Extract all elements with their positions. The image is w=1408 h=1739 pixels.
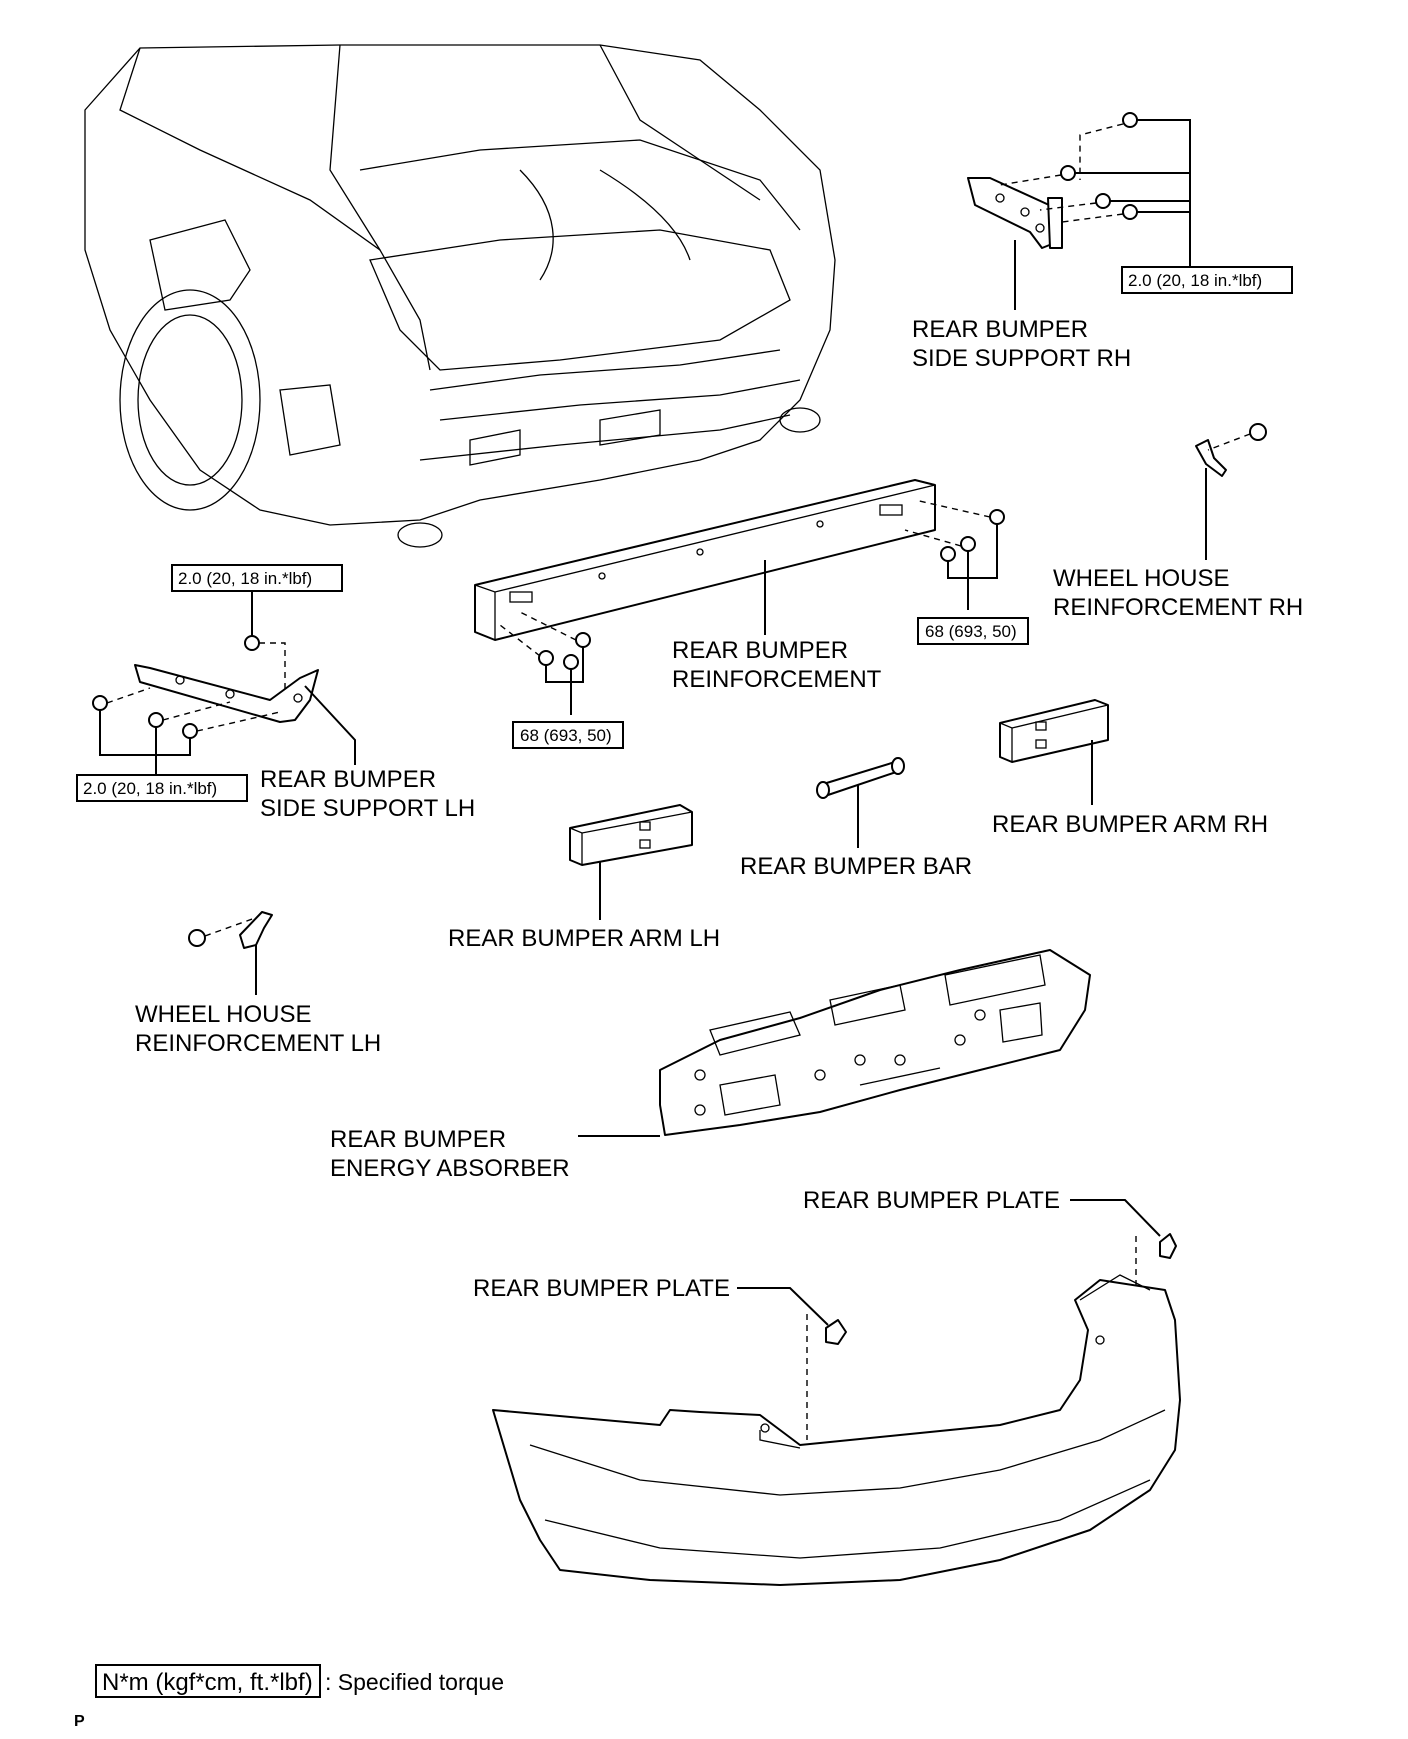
label-wheel-house-lh-1: WHEEL HOUSE <box>135 1001 311 1028</box>
rear-bumper-cover-part <box>492 1274 1181 1586</box>
bar-part <box>816 757 905 848</box>
label-reinforcement-1: REAR BUMPER <box>672 637 848 664</box>
side-support-lh-torque-top-box: 2.0 (20, 18 in.*lbf) <box>171 564 343 592</box>
arm-lh-part <box>569 804 693 920</box>
torque-reinforcement-left: 68 (693, 50) <box>520 726 612 745</box>
torque-side-support-lh-top: 2.0 (20, 18 in.*lbf) <box>178 569 312 588</box>
torque-reinforcement-right: 68 (693, 50) <box>925 622 1017 641</box>
label-side-support-lh-1: REAR BUMPER <box>260 766 436 793</box>
label-reinforcement-2: REINFORCEMENT <box>672 666 882 693</box>
label-side-support-rh-2: SIDE SUPPORT RH <box>912 345 1131 372</box>
legend-unit-box <box>95 1664 321 1698</box>
label-plate-right: REAR BUMPER PLATE <box>803 1187 1060 1214</box>
label-wheel-house-rh-2: REINFORCEMENT RH <box>1053 594 1303 621</box>
arm-rh-part <box>999 699 1109 805</box>
label-bar: REAR BUMPER BAR <box>740 853 972 880</box>
label-wheel-house-lh-2: REINFORCEMENT LH <box>135 1030 381 1057</box>
legend-description: : Specified torque <box>325 1669 504 1695</box>
legend-unit-text: N*m (kgf*cm, ft.*lbf) <box>102 1669 313 1696</box>
reinforcement-torque-right-box: 68 (693, 50) <box>917 617 1029 645</box>
reinforcement-nuts-left <box>499 611 591 715</box>
label-plate-left: REAR BUMPER PLATE <box>473 1275 730 1302</box>
label-wheel-house-rh-1: WHEEL HOUSE <box>1053 565 1229 592</box>
label-side-support-rh-1: REAR BUMPER <box>912 316 1088 343</box>
label-arm-lh: REAR BUMPER ARM LH <box>448 925 720 952</box>
torque-side-support-lh-bottom: 2.0 (20, 18 in.*lbf) <box>83 779 217 798</box>
side-support-lh-part <box>134 664 319 723</box>
side-support-rh-torque-box: 2.0 (20, 18 in.*lbf) <box>1121 266 1293 294</box>
wheel-house-rh-part <box>1195 423 1267 560</box>
side-support-lh-bolts <box>92 592 356 775</box>
label-arm-rh: REAR BUMPER ARM RH <box>992 811 1268 838</box>
side-support-rh-bolts <box>999 112 1191 310</box>
torque-side-support-rh: 2.0 (20, 18 in.*lbf) <box>1128 271 1262 290</box>
vehicle-rear-body <box>84 44 836 548</box>
side-support-rh-part <box>967 177 1063 249</box>
reinforcement-part <box>474 479 936 641</box>
label-energy-absorber-1: REAR BUMPER <box>330 1126 506 1153</box>
wheel-house-lh-part <box>188 911 273 995</box>
label-side-support-lh-2: SIDE SUPPORT LH <box>260 795 475 822</box>
torque-legend: N*m (kgf*cm, ft.*lbf) : Specified torque <box>95 1664 504 1698</box>
label-energy-absorber-2: ENERGY ABSORBER <box>330 1155 570 1182</box>
reinforcement-torque-left-box: 68 (693, 50) <box>512 721 624 749</box>
side-support-lh-torque-bottom-box: 2.0 (20, 18 in.*lbf) <box>76 774 248 802</box>
energy-absorber-part <box>578 949 1091 1137</box>
reinforcement-nuts-right <box>904 499 1005 610</box>
footer-mark: P <box>74 1713 85 1730</box>
bumper-plate-left-part <box>737 1287 847 1440</box>
